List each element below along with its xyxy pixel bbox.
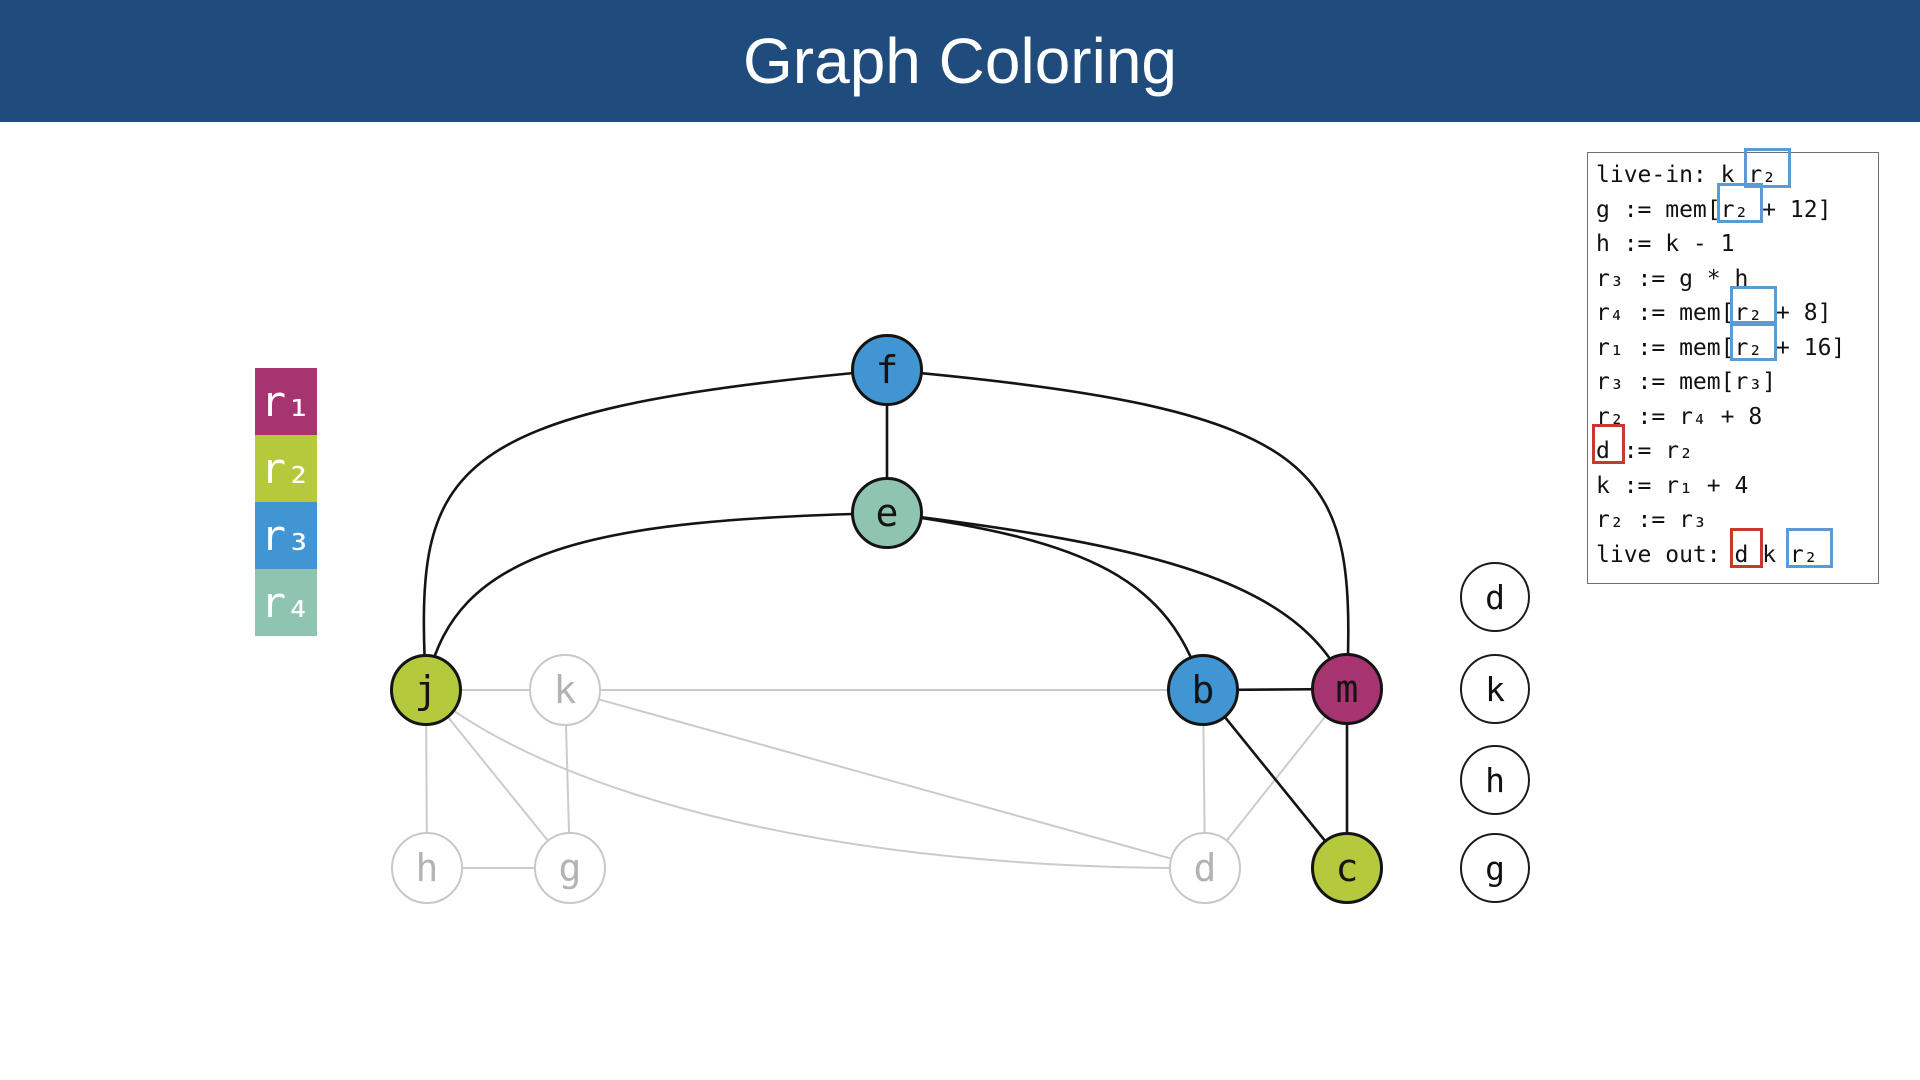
edge-j-g [425,689,571,869]
stack-node-d: d [1460,562,1530,632]
code-line-3: h := k - 1 [1596,227,1878,262]
graph-node-j: j [390,654,462,726]
code-line-11: r₂ := r₃ [1596,503,1878,538]
graph-node-g: g [534,832,606,904]
graph-node-e: e [851,477,923,549]
graph-node-m: m [1311,653,1383,725]
graph-node-b: b [1167,654,1239,726]
code-text: r₂ := r₃ [1596,507,1707,533]
stack-node-k: k [1460,654,1530,724]
code-text: r₁ := mem[ [1596,334,1735,361]
code-line-10: k := r₁ + 4 [1596,469,1878,504]
code-line-6: r₁ := mem[r₂ + 16] [1596,331,1878,366]
code-text: h := k - 1 [1596,231,1735,257]
code-line-7: r₃ := mem[r₃] [1596,365,1878,400]
page-title: Graph Coloring [743,25,1177,97]
stack-node-h: h [1460,745,1530,815]
edge-j-d [425,689,1206,870]
highlight-box-blue: r₂ [1734,300,1763,326]
code-line-8: r₂ := r₄ + 8 [1596,400,1878,435]
code-text: r₃ := g * h [1596,265,1749,292]
highlight-box-blue: r₂ [1789,541,1818,568]
code-text: + 16] [1762,334,1846,361]
legend-item-r2: r₂ [255,435,317,502]
stack-node-g: g [1460,833,1530,903]
edge-k-d [564,689,1206,869]
code-text: + 12] [1748,196,1832,223]
edge-e-b [886,511,1205,691]
highlight-box-red: d [1734,541,1749,568]
edge-e-m [886,511,1349,690]
edge-b-c [1201,689,1349,869]
code-text: live out: [1596,541,1735,568]
code-line-4: r₃ := g * h [1596,262,1878,297]
code-line-5: r₄ := mem[r₂ + 8] [1596,296,1878,331]
code-text: live-in: k [1596,162,1749,188]
graph-node-c: c [1311,832,1383,904]
graph-node-f: f [851,334,923,406]
highlight-box-red: d [1596,438,1610,464]
graph-node-k: k [529,654,601,726]
highlight-box-blue: r₂ [1734,334,1763,361]
legend-item-r3: r₃ [255,502,317,569]
code-text: g := mem[ [1596,196,1721,223]
code-line-2: g := mem[r₂ + 12] [1596,193,1878,228]
code-text: := r₂ [1609,438,1693,464]
legend-item-r4: r₄ [255,569,317,636]
graph-node-h: h [391,832,463,904]
graph-node-d: d [1169,832,1241,904]
legend-item-r1: r₁ [255,368,317,435]
code-text: r₄ := mem[ [1596,300,1735,326]
code-text: k [1748,541,1790,568]
code-line-9: d := r₂ [1596,434,1878,469]
title-bar: Graph Coloring [0,0,1920,122]
edge-f-j [422,368,888,691]
highlight-box-blue: r₂ [1720,196,1749,223]
highlight-box-blue: r₂ [1748,162,1777,188]
code-text: r₂ := r₄ + 8 [1596,403,1763,430]
code-text: k := r₁ + 4 [1596,472,1749,499]
code-line-1: live-in: k r₂ [1596,158,1878,193]
code-text: r₃ := mem[r₃] [1596,369,1777,395]
edge-e-j [424,511,888,691]
code-text: + 8] [1762,300,1832,326]
code-line-12: live out: d k r₂ [1596,538,1878,573]
edge-f-m [886,368,1350,690]
